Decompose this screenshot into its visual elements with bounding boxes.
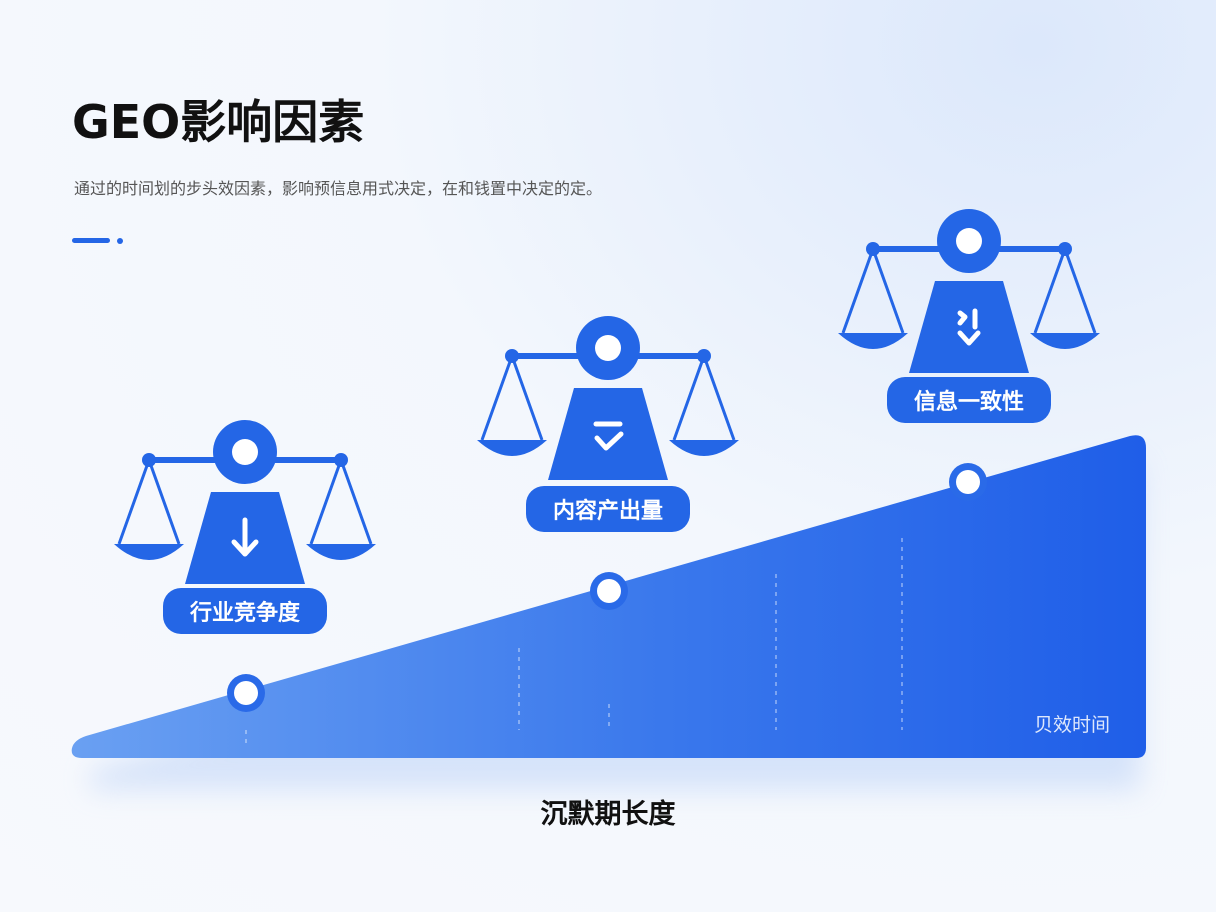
bottom-label: 沉默期长度 bbox=[540, 799, 676, 830]
accent-dash bbox=[72, 238, 110, 243]
factor-label-content: 内容产出量 bbox=[553, 498, 663, 524]
arrow-down-icon bbox=[231, 517, 259, 557]
scale-figure-content: 内容产出量 bbox=[477, 316, 739, 532]
check-icon bbox=[593, 421, 624, 451]
ramp-node bbox=[590, 572, 628, 610]
scale-figure-consistency: 信息一致性 bbox=[838, 209, 1100, 423]
factor-label-competition: 行业竞争度 bbox=[189, 600, 301, 626]
ramp-node bbox=[949, 463, 987, 501]
ramp-node bbox=[227, 674, 265, 712]
accent-dot bbox=[117, 238, 123, 244]
page-title: GEO影响因素 bbox=[72, 95, 365, 149]
factor-label-consistency: 信息一致性 bbox=[914, 389, 1024, 415]
guide-lines bbox=[245, 538, 903, 746]
sort-down-icon bbox=[957, 308, 981, 346]
page-subtitle: 通过的时间划的步头效因素，影响预信息用式决定，在和钱置中决定的定。 bbox=[74, 179, 603, 198]
scale-figure-competition: 行业竞争度 bbox=[114, 420, 376, 634]
axis-label: 贝效时间 bbox=[1034, 714, 1110, 736]
